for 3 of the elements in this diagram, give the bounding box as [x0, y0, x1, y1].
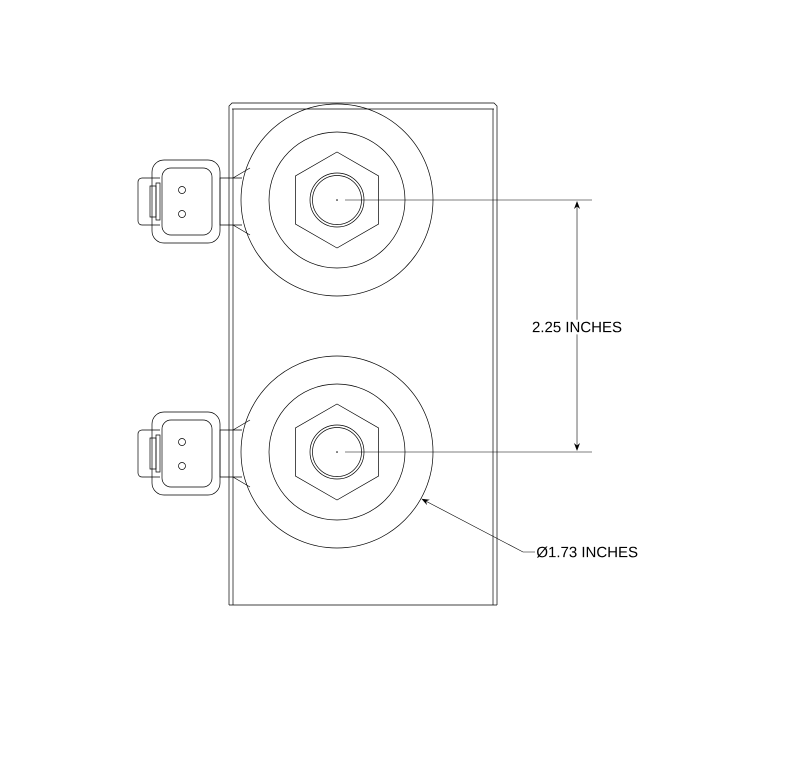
dimension-label: Ø1.73 INCHES	[536, 546, 638, 558]
coil-circle	[240, 356, 434, 548]
dimension-label: 2.25 INCHES	[530, 320, 624, 334]
